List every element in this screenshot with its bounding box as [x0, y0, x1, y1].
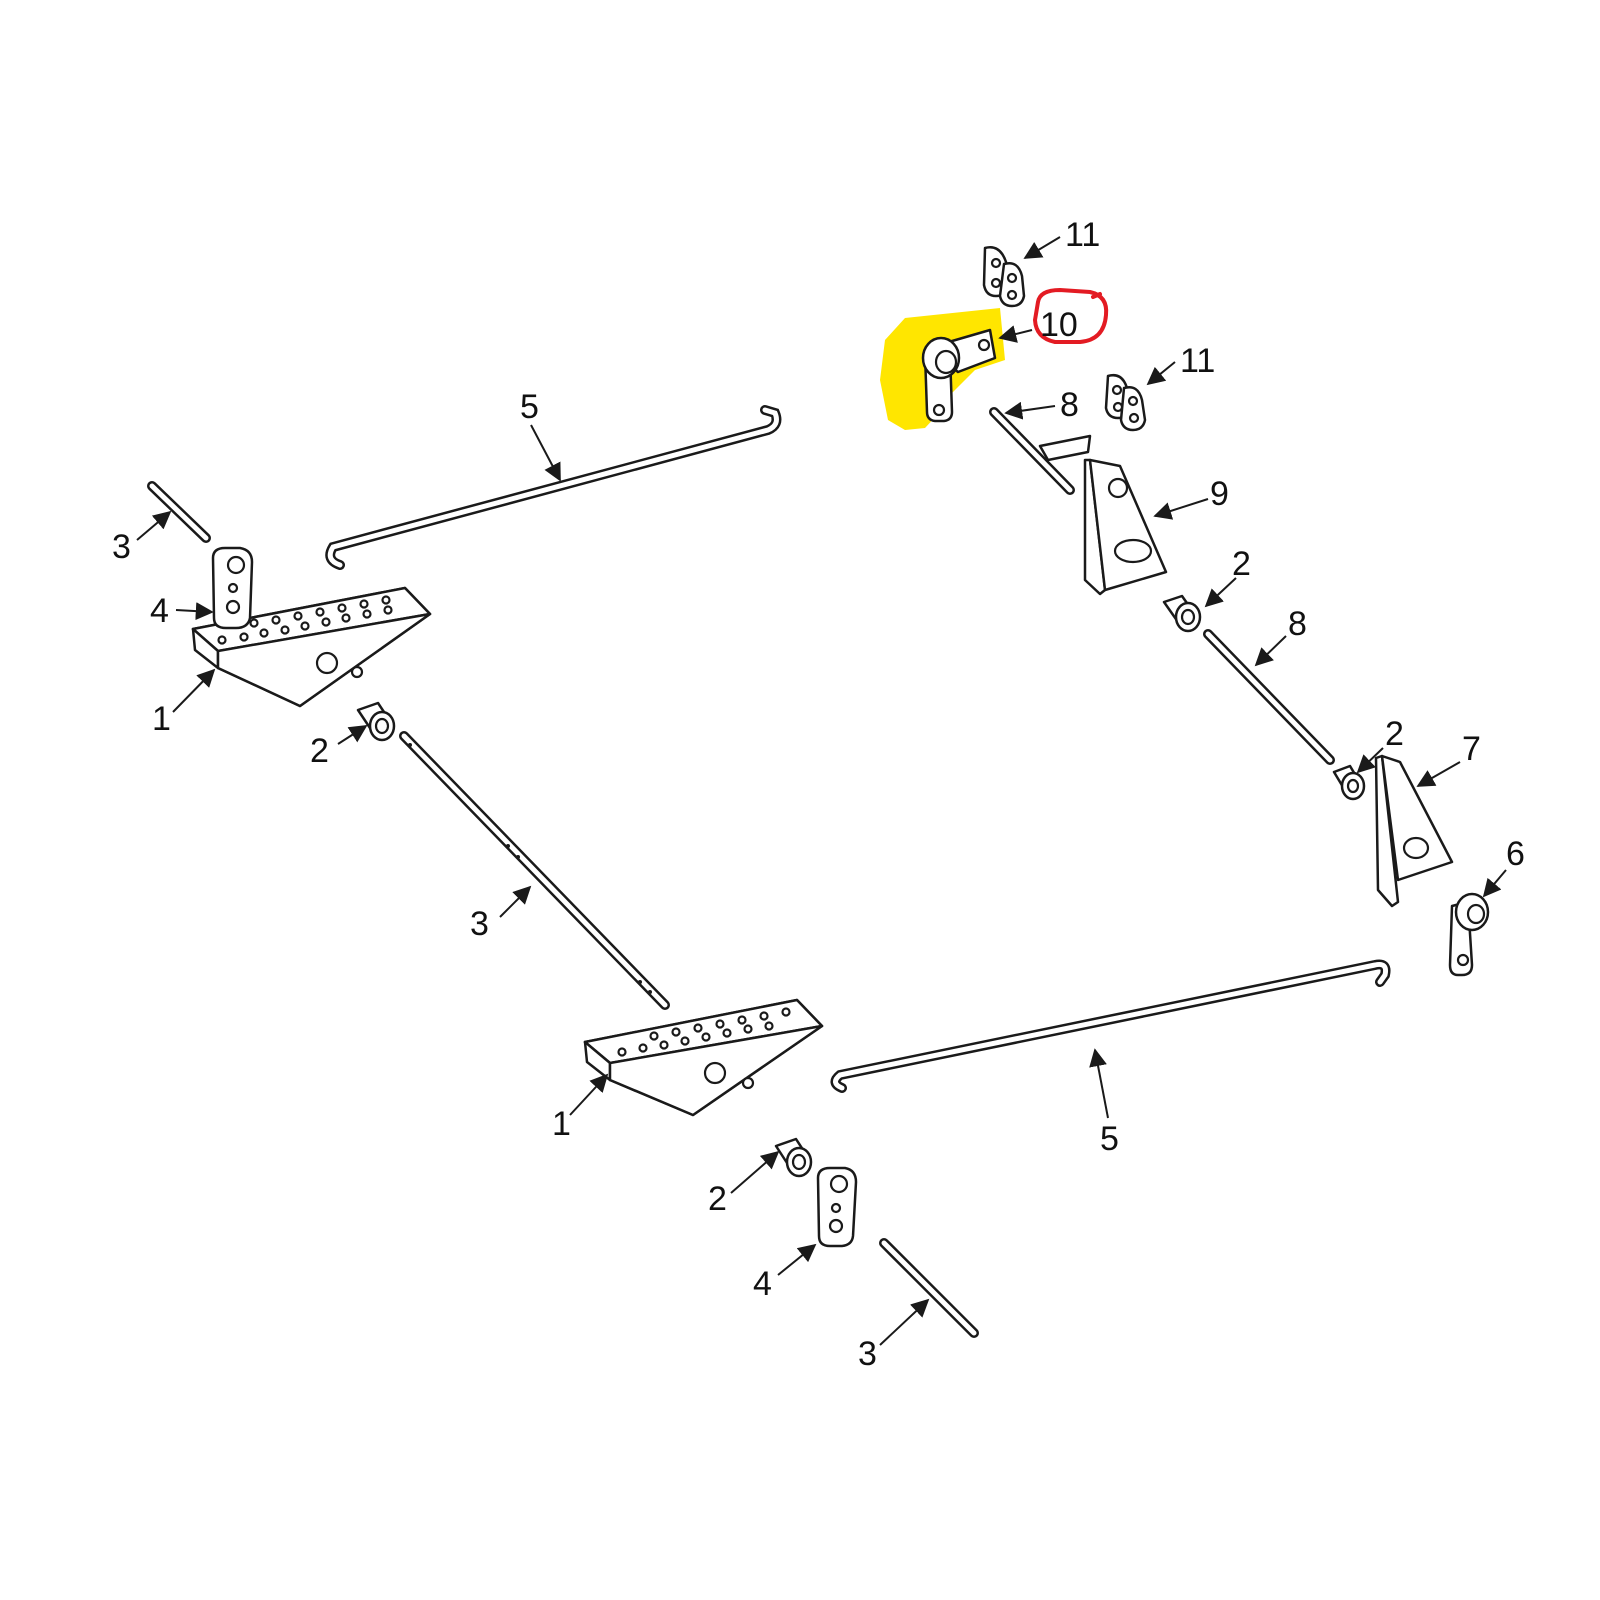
link-11-upper — [982, 246, 1026, 308]
callout-3-diagonal: 3 — [470, 905, 489, 943]
bushing-2-top-left — [356, 701, 396, 742]
plate-4-top-left — [211, 546, 254, 630]
callout-2-right-upper: 2 — [1232, 545, 1251, 583]
callout-11-right: 11 — [1180, 342, 1215, 380]
callout-8-short: 8 — [1060, 386, 1079, 424]
plate-4-bottom — [816, 1166, 858, 1248]
bracket-7 — [1374, 754, 1454, 908]
callout-8-right: 8 — [1288, 605, 1307, 643]
lever-10 — [921, 328, 997, 423]
callout-2-top-left: 2 — [310, 732, 329, 770]
bracket-1-bottom — [583, 998, 824, 1117]
callout-9: 9 — [1210, 475, 1229, 513]
callout-2-bottom: 2 — [708, 1180, 727, 1218]
red-annotation-circle — [1032, 287, 1109, 344]
bushing-2-right-lower — [1332, 764, 1366, 801]
callout-10: 10 — [1040, 306, 1078, 344]
callout-4-top-left: 4 — [150, 592, 169, 630]
callout-2-right-lower: 2 — [1385, 715, 1404, 753]
callout-7: 7 — [1462, 730, 1481, 768]
rod-3-diagonal — [399, 731, 670, 1010]
callout-1-bottom: 1 — [552, 1105, 571, 1143]
bushing-2-right-upper — [1162, 594, 1202, 633]
callout-11-upper: 11 — [1065, 216, 1100, 254]
callout-labels: 3 4 1 2 5 3 1 2 4 3 5 11 10 11 8 9 2 8 2… — [112, 216, 1525, 1373]
callout-3-top-left: 3 — [112, 528, 131, 566]
rod-5-top — [325, 405, 782, 570]
pin-3-bottom — [879, 1238, 979, 1338]
leader-lines — [136, 236, 1507, 1346]
pin-8-short — [989, 407, 1092, 495]
bracket-1-top — [191, 586, 432, 708]
bracket-9 — [1083, 458, 1168, 596]
pin-3-top-left — [147, 481, 211, 543]
callout-4-bottom: 4 — [753, 1265, 772, 1303]
rod-8-right — [1203, 629, 1335, 765]
rod-5-bottom — [830, 959, 1391, 1093]
callout-3-bottom: 3 — [858, 1335, 877, 1373]
callout-5-top: 5 — [520, 388, 539, 426]
callout-6: 6 — [1506, 835, 1525, 873]
lever-6 — [1448, 892, 1490, 977]
callout-1-top-left: 1 — [152, 700, 171, 738]
callout-5-bottom: 5 — [1100, 1120, 1119, 1158]
bushing-2-bottom — [774, 1137, 813, 1178]
link-11-right — [1104, 374, 1147, 432]
